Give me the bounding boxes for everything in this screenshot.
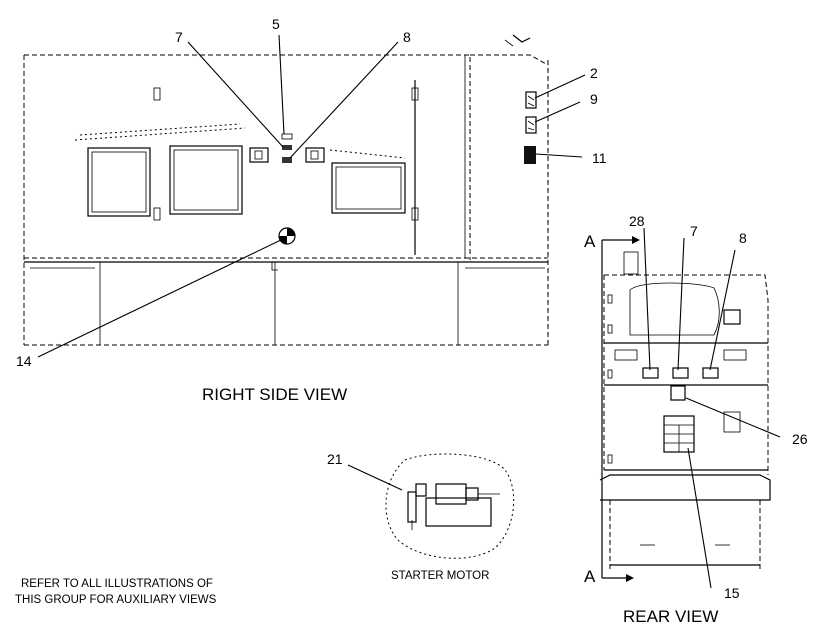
callout-21: 21 [327, 451, 343, 467]
side-leaders [37, 34, 586, 358]
starter-motor-caption: STARTER MOTOR [391, 570, 489, 582]
section-marker-a-top: A [584, 232, 596, 251]
callout-26: 26 [792, 431, 808, 447]
starter-motor-view [347, 453, 515, 559]
callout-5: 5 [272, 16, 280, 32]
callout-rear-7: 7 [690, 223, 698, 239]
section-marker-a-bottom: A [584, 567, 596, 586]
callout-7: 7 [175, 29, 183, 45]
rear-view-caption: REAR VIEW [623, 607, 718, 626]
right-side-view-caption: RIGHT SIDE VIEW [202, 385, 347, 404]
note-line-1: REFER TO ALL ILLUSTRATIONS OF [21, 578, 213, 590]
callout-28: 28 [629, 213, 645, 229]
callout-11: 11 [592, 150, 607, 166]
callout-14: 14 [16, 353, 32, 369]
callout-2: 2 [590, 65, 598, 81]
callout-8: 8 [403, 29, 411, 45]
callout-9: 9 [590, 91, 598, 107]
note-line-2: THIS GROUP FOR AUXILIARY VIEWS [15, 594, 217, 606]
rear-leaders [643, 227, 781, 589]
right-side-view [23, 34, 549, 346]
callout-rear-8: 8 [739, 230, 747, 246]
callout-15: 15 [724, 585, 740, 601]
rear-view [599, 236, 771, 582]
